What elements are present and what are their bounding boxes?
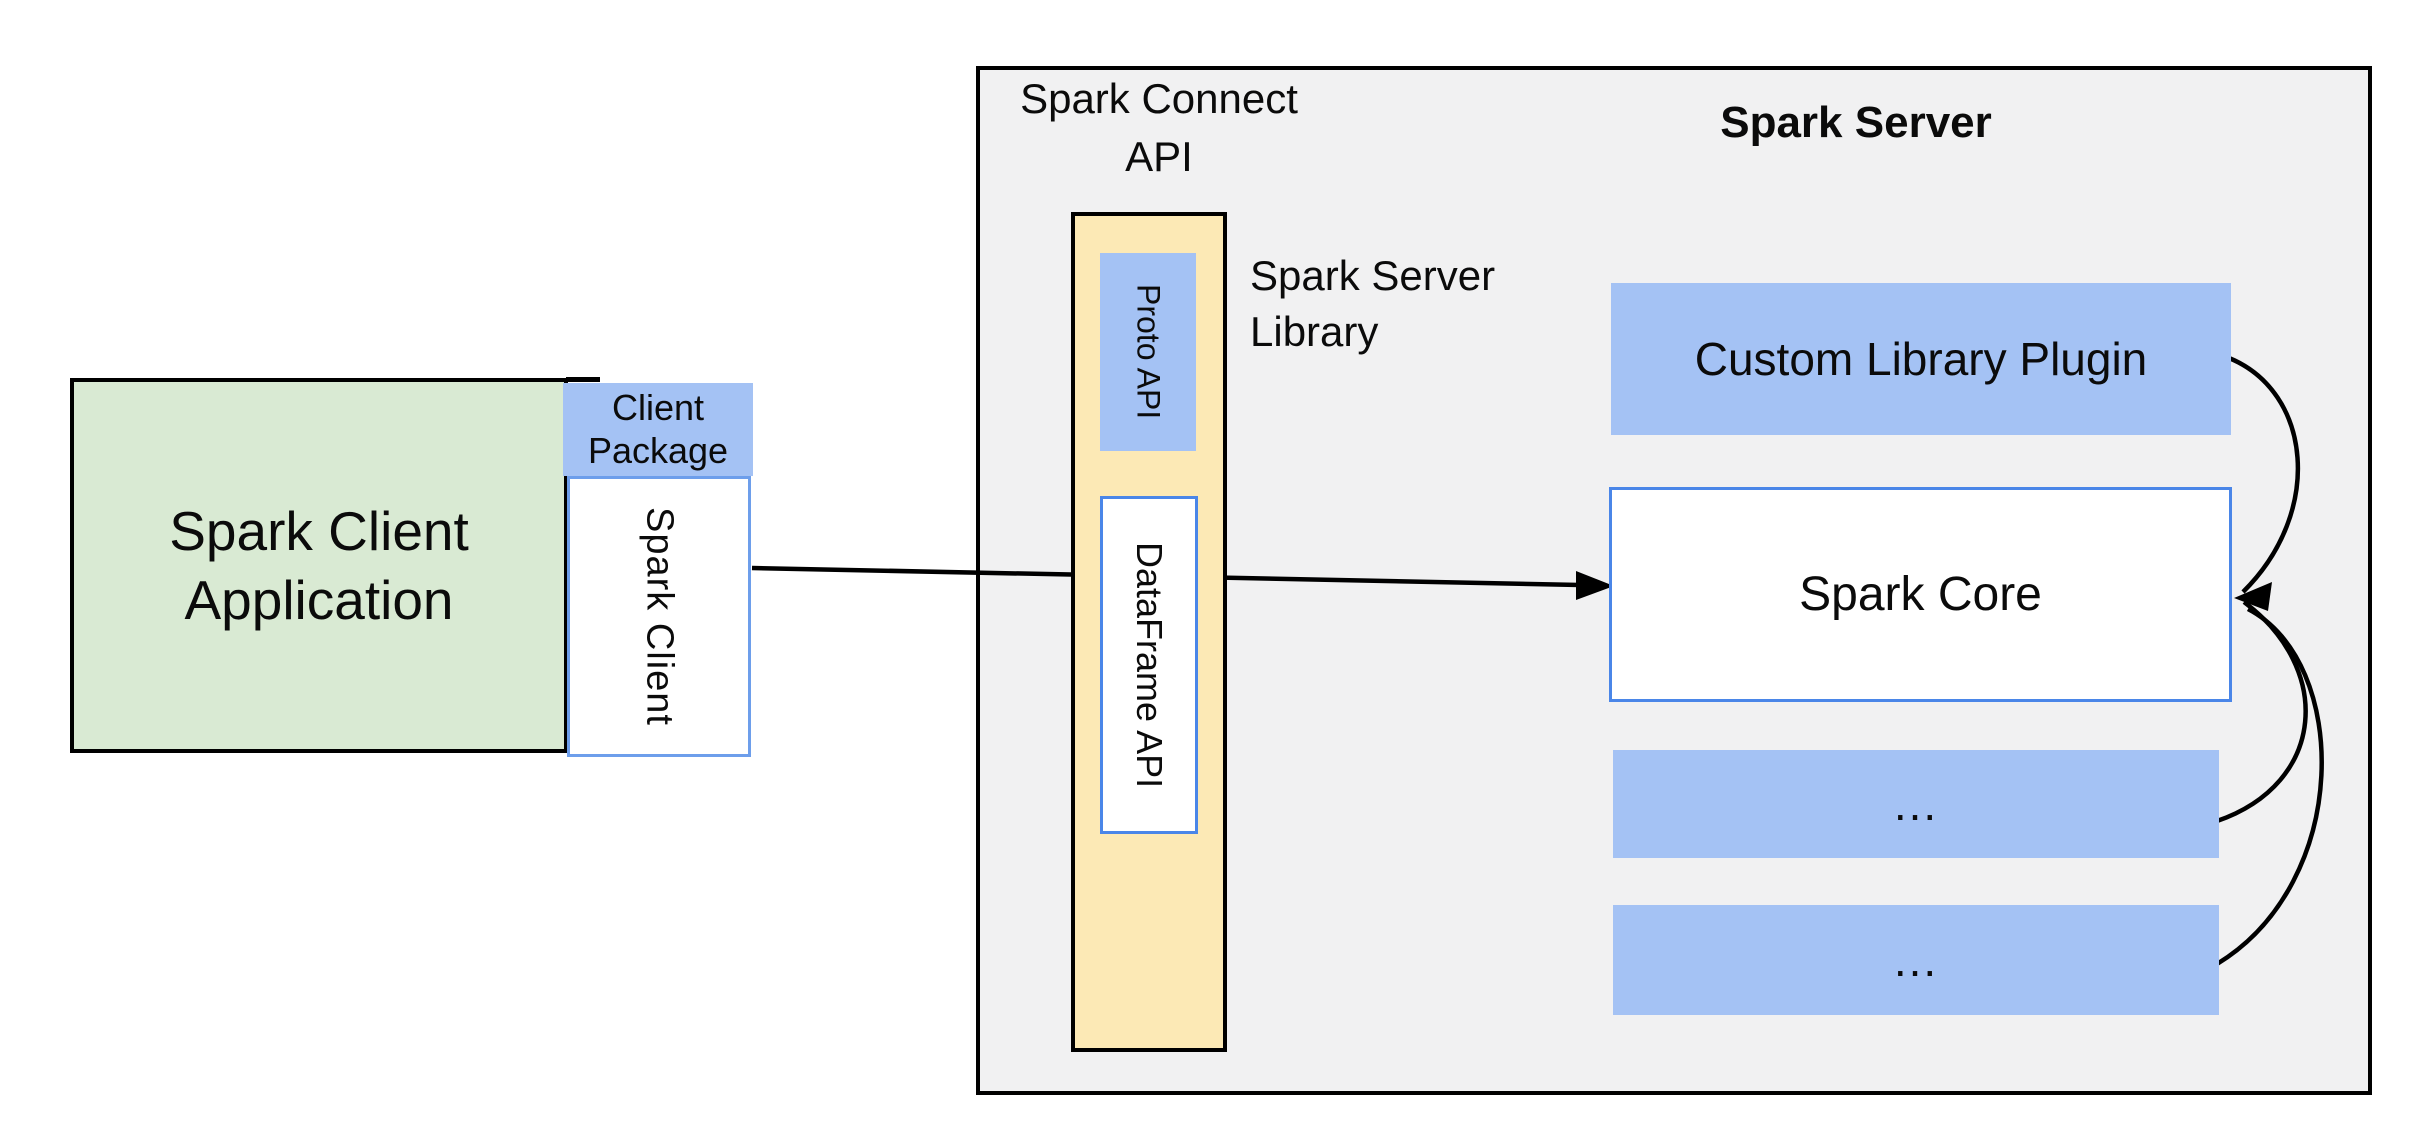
green-box-border-extension [566,377,600,382]
spark-server-title: Spark Server [1720,98,1992,147]
spark-client-box: Spark Client [567,476,751,757]
custom-library-plugin-label: Custom Library Plugin [1694,333,2148,385]
spark-client-application-label: Spark Client Application [169,500,469,631]
spark-client-application-box: Spark Client Application [70,378,568,753]
server-module-box-1: ... [1613,750,2219,858]
spark-client-label: Spark Client [638,507,681,726]
spark-core-label: Spark Core [1799,568,2042,621]
server-module-ellipsis-1: ... [1893,778,1939,830]
proto-api-label: Proto API [1130,284,1167,420]
server-module-box-2: ... [1613,905,2219,1015]
dataframe-api-label: DataFrame API [1129,541,1170,789]
custom-library-plugin-box: Custom Library Plugin [1611,283,2231,435]
spark-server-library-label: Spark Server Library [1250,252,1496,355]
spark-connect-api-title: Spark Connect API [1020,75,1298,180]
dataframe-api-box: DataFrame API [1100,496,1198,834]
client-package-box: Client Package [563,383,753,476]
spark-core-box: Spark Core [1609,487,2232,702]
server-module-ellipsis-2: ... [1893,934,1939,986]
client-package-label: Client Package [587,387,729,471]
proto-api-box: Proto API [1100,253,1196,451]
